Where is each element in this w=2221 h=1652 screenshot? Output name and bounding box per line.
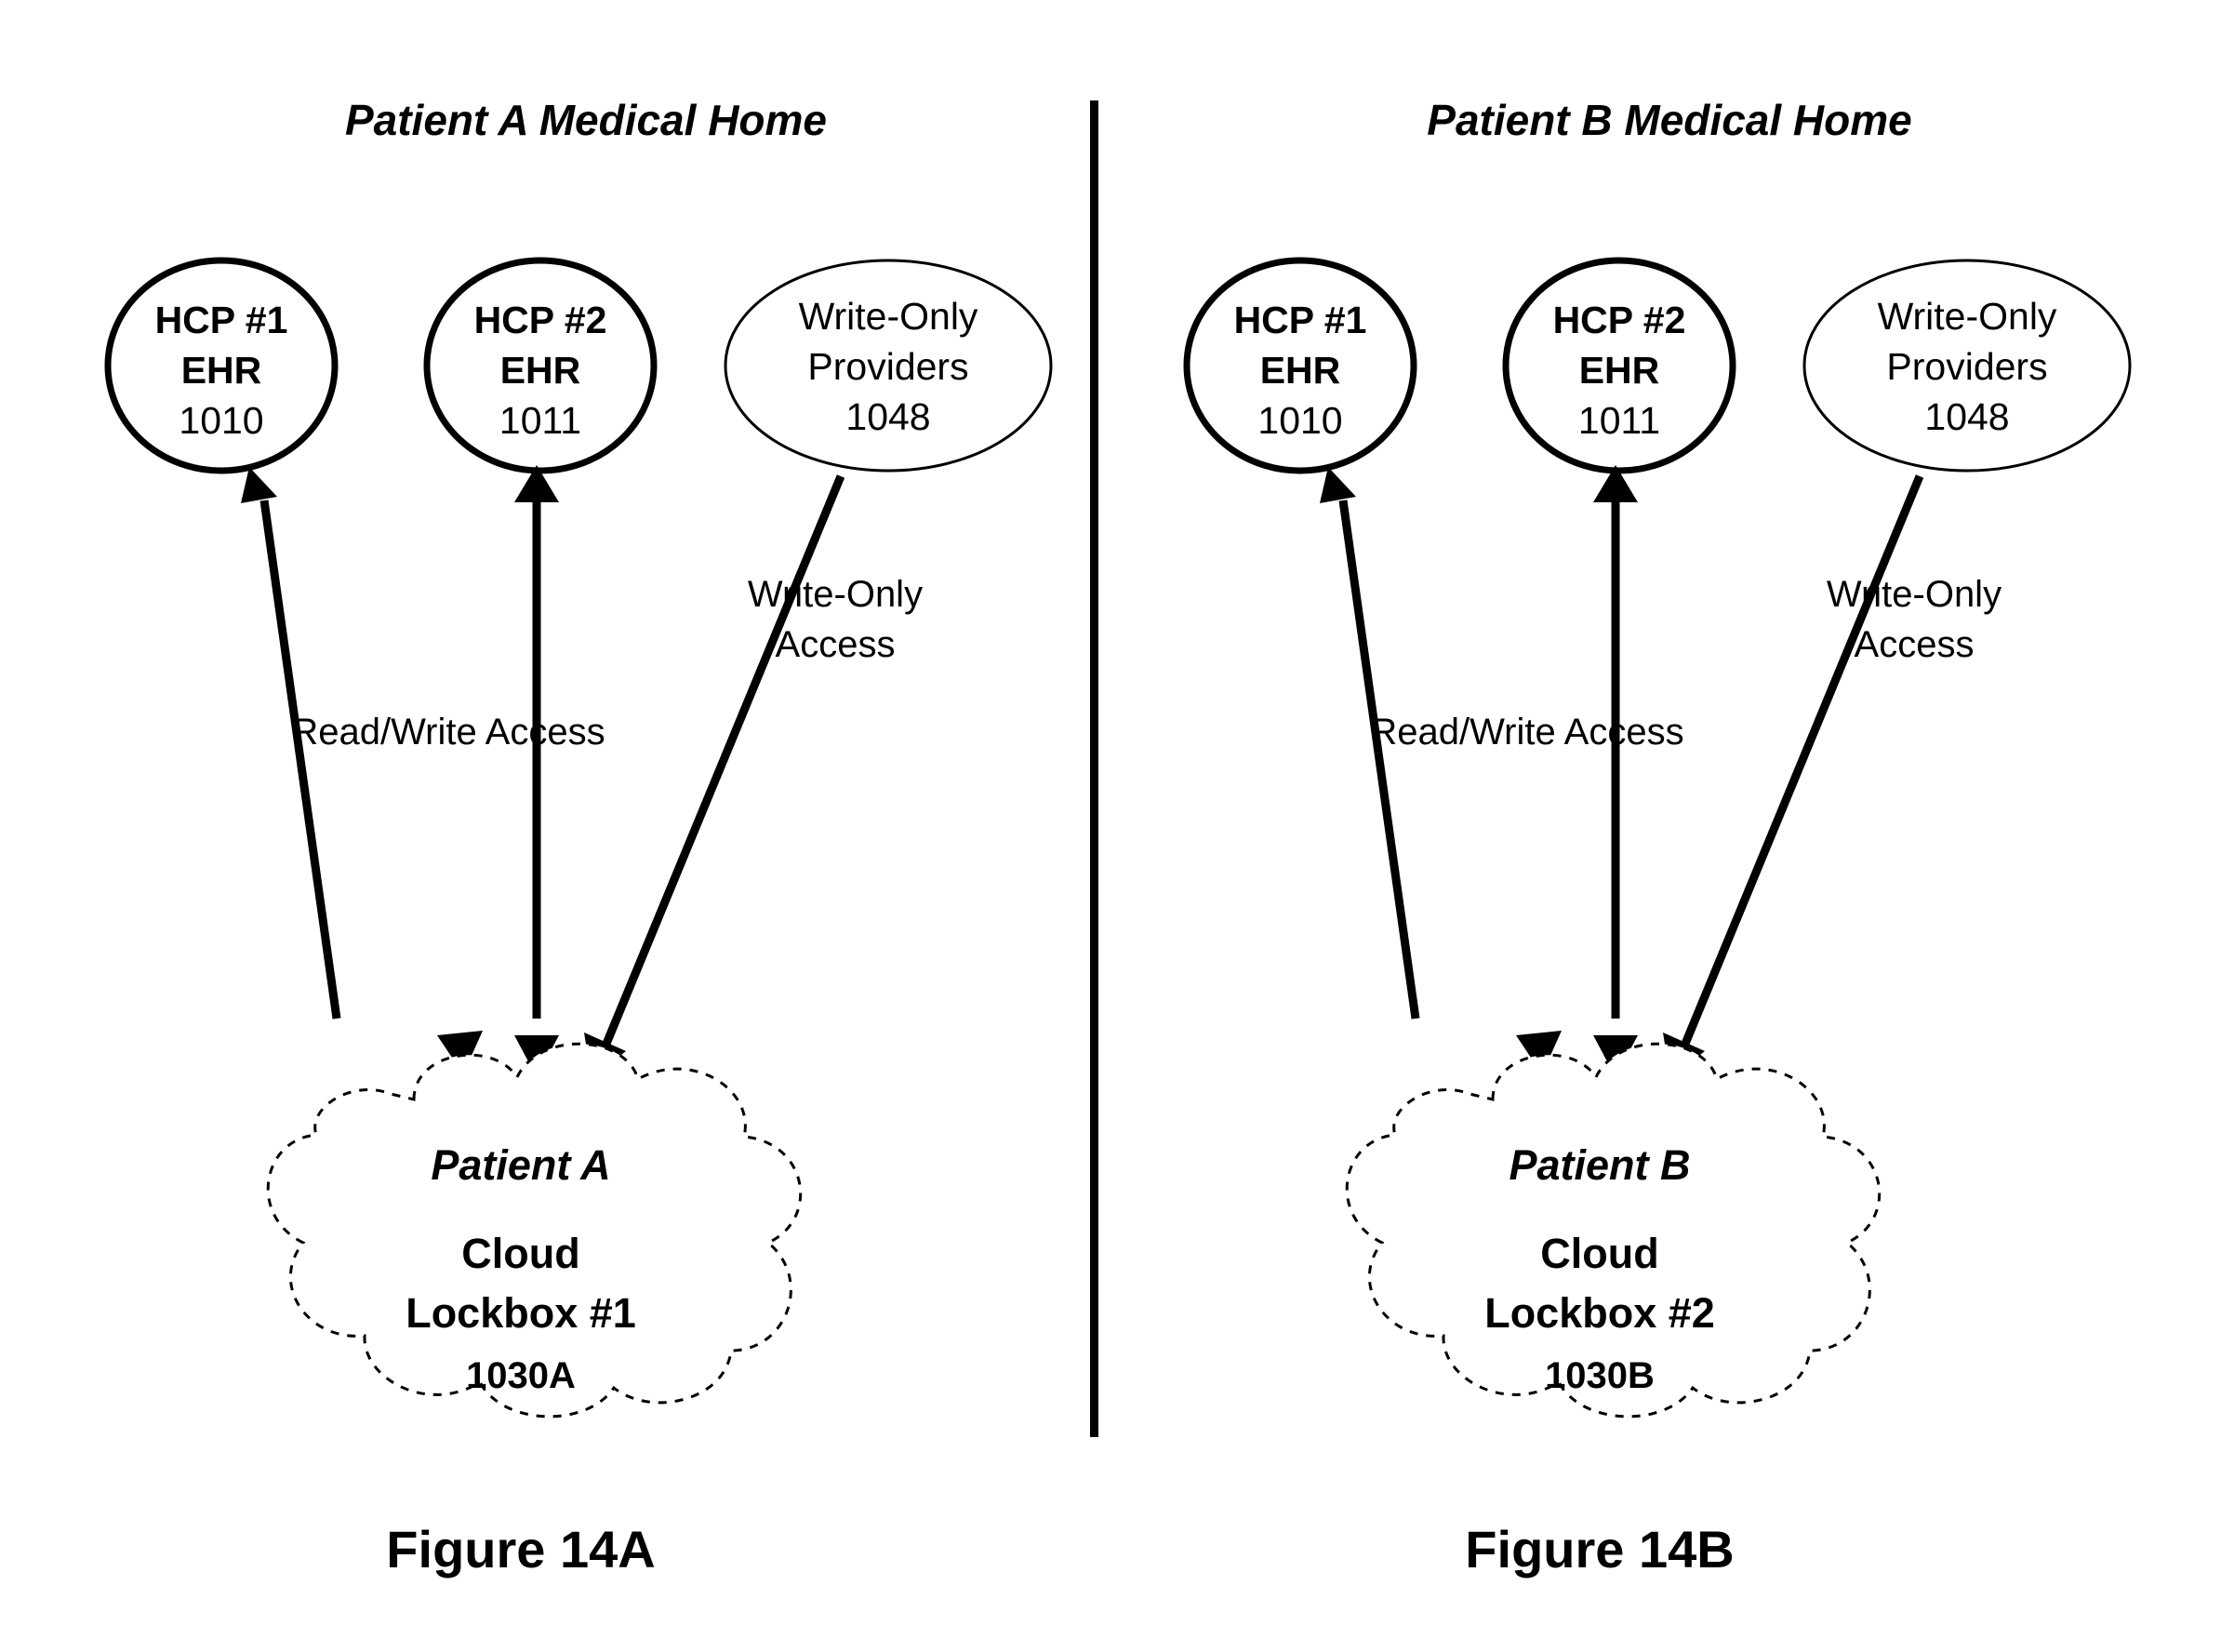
panel-patient-b: Patient B Medical Home HCP #1 EHR 1010 H… [1183,96,2132,1579]
panel-a-arrow-head-down-left [437,1031,483,1074]
arrow-head-down-cloud-left [1516,1031,1562,1074]
cloud-lockbox-line-2: Lockbox #1 [406,1289,636,1337]
panel-b-node-cloud-lockbox[interactable]: Patient B Cloud Lockbox #2 1030B [1345,1042,1882,1419]
hcp1-line-2: EHR [181,349,262,392]
hcp1-line-3: 1010 [179,399,263,442]
panel-b-arrow-cloud-to-hcp1 [1320,467,1420,1019]
hcp2-line-1: HCP #2 [474,299,607,341]
write-only-providers-line-2: Providers [807,345,968,388]
cloud-lockbox-line-1: Cloud [461,1230,579,1277]
hcp2-line-3: 1011 [499,399,581,442]
arrow-head-up-hcp2 [514,465,559,502]
arrow-head-up-hcp1 [1320,467,1356,503]
hcp2-line-3: 1011 [1578,399,1660,442]
arrow-head-up-hcp1 [241,467,277,503]
panel-a-node-hcp1[interactable]: HCP #1 EHR 1010 [104,257,339,474]
write-only-providers-line-1: Write-Only [1878,295,2057,338]
panel-b-label-read-write-access: Read/Write Access [1370,712,1683,753]
hcp1-line-1: HCP #1 [1234,299,1367,341]
write-only-providers-line-1: Write-Only [799,295,978,338]
panel-a-arrow-providers-to-cloud [584,474,845,1079]
hcp1-ellipse-shape [1183,257,1417,474]
panel-b-node-write-only-providers[interactable]: Write-Only Providers 1048 [1802,259,2132,473]
panel-b-label-write-only-access-line1: Write-Only [1827,574,2002,615]
panel-b-arrow-providers-to-cloud [1663,474,1924,1079]
panel-a-node-write-only-providers[interactable]: Write-Only Providers 1048 [724,259,1053,473]
panel-a-label-read-write-access: Read/Write Access [291,712,605,753]
cloud-lockbox-title: Patient B [1509,1141,1690,1189]
panel-b-title: Patient B Medical Home [1427,96,1911,144]
panel-b-node-hcp1[interactable]: HCP #1 EHR 1010 [1183,257,1417,474]
cloud-lockbox-number: 1030B [1545,1355,1655,1396]
panel-a-figure-caption: Figure 14A [386,1520,655,1579]
panel-a-label-write-only-access-line1: Write-Only [748,574,923,615]
write-only-providers-ellipse-shape [1802,259,2132,473]
panel-a-arrow-cloud-to-hcp2 [514,465,559,1019]
cloud-lockbox-shape [266,1042,803,1419]
hcp1-line-2: EHR [1260,349,1341,392]
panel-a-node-hcp2[interactable]: HCP #2 EHR 1011 [423,257,658,474]
hcp1-ellipse-shape [104,257,339,474]
panel-a-arrow-cloud-to-hcp1 [241,467,341,1019]
panel-a-title: Patient A Medical Home [345,96,827,144]
cloud-lockbox-line-1: Cloud [1540,1230,1658,1277]
panel-divider [1090,100,1098,1437]
cloud-lockbox-title: Patient A [431,1141,610,1189]
cloud-lockbox-shape [1345,1042,1882,1419]
panel-a-label-write-only-access-line2: Access [776,624,896,665]
panel-b-arrow-head-down-left [1516,1031,1562,1074]
cloud-lockbox-line-2: Lockbox #2 [1484,1289,1715,1337]
panel-b-node-hcp2[interactable]: HCP #2 EHR 1011 [1502,257,1736,474]
write-only-providers-ellipse-shape [724,259,1053,473]
arrow-head-down-cloud-left [437,1031,483,1074]
hcp2-line-2: EHR [500,349,581,392]
write-only-providers-line-3: 1048 [1924,395,2009,438]
hcp1-line-3: 1010 [1257,399,1342,442]
cloud-lockbox-number: 1030A [466,1355,576,1396]
write-only-providers-line-2: Providers [1886,345,2047,388]
arrow-head-up-hcp2 [1593,465,1638,502]
hcp2-line-2: EHR [1579,349,1660,392]
hcp2-ellipse-shape [1502,257,1736,474]
panel-b-label-write-only-access-line2: Access [1855,624,1975,665]
write-only-providers-line-3: 1048 [845,395,930,438]
hcp1-line-1: HCP #1 [155,299,288,341]
panel-a-node-cloud-lockbox[interactable]: Patient A Cloud Lockbox #1 1030A [266,1042,803,1419]
hcp2-ellipse-shape [423,257,658,474]
panel-b-arrow-cloud-to-hcp2 [1593,465,1638,1019]
panel-b-figure-caption: Figure 14B [1465,1520,1734,1579]
panel-patient-a: Patient A Medical Home HCP #1 EHR 1010 H… [104,96,1053,1579]
hcp2-line-1: HCP #2 [1553,299,1686,341]
